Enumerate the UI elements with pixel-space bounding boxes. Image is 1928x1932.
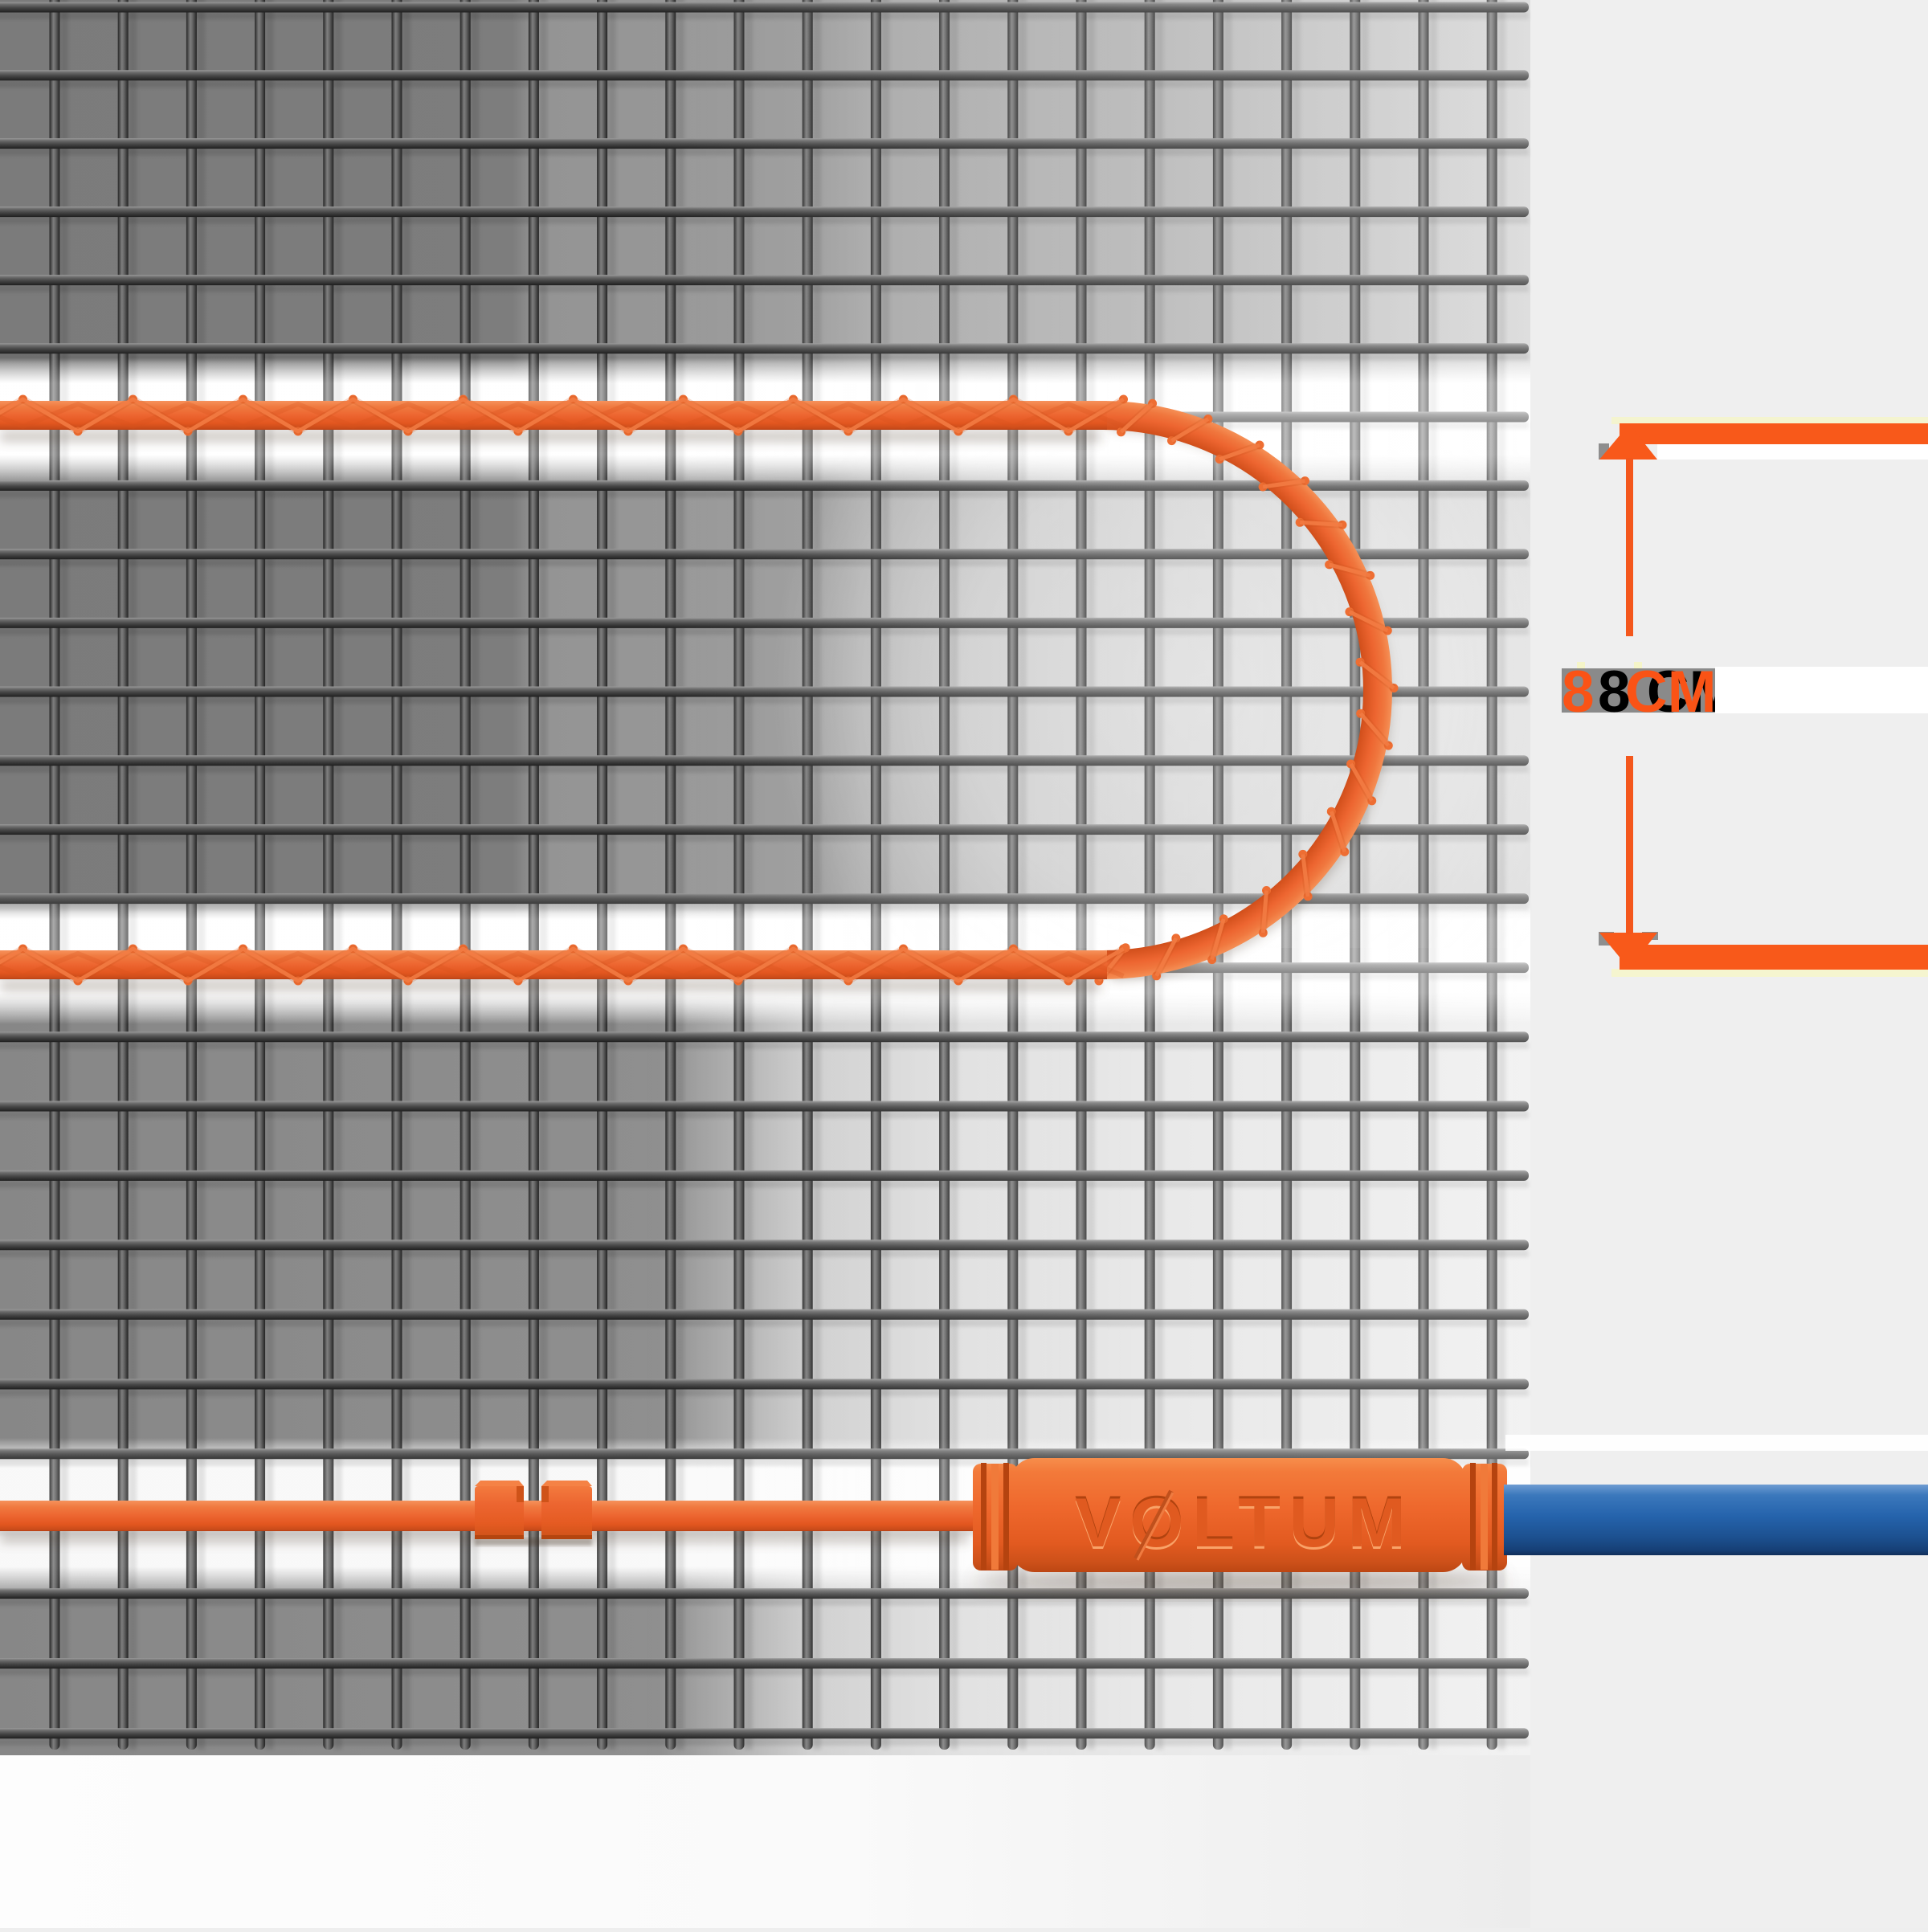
svg-text:8 CM: 8 CM (1598, 660, 1738, 725)
svg-text:VOLTUM: VOLTUM (1075, 1482, 1415, 1559)
svg-text:8: 8 (1562, 660, 1595, 725)
svg-text:VOLTUM: VOLTUM (1075, 1485, 1415, 1562)
svg-text:CM: CM (1625, 660, 1717, 725)
svg-text:VOLTUM: VOLTUM (1075, 1487, 1415, 1564)
